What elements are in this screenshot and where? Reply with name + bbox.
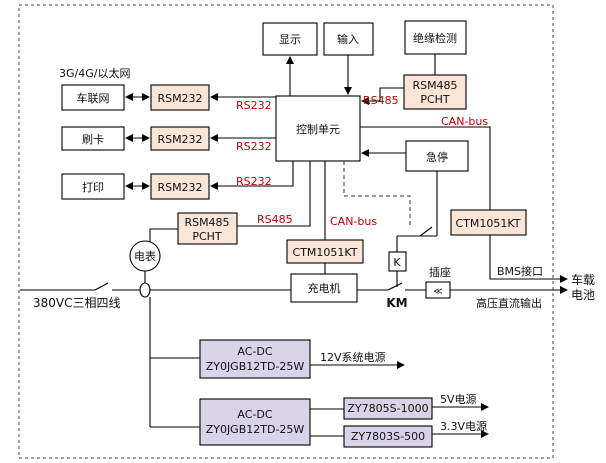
rsm232-module-2: RSM232 xyxy=(150,126,210,151)
svg-text:AC-DC: AC-DC xyxy=(237,408,272,421)
bms-interface-label: BMS接口 xyxy=(497,265,543,278)
svg-text:CTM1051KT: CTM1051KT xyxy=(293,246,358,259)
input-box: 输入 xyxy=(323,22,374,56)
regulator-5v: ZY7805S-1000 xyxy=(343,397,433,420)
rs232-label-2: RS232 xyxy=(236,140,272,153)
vehicle-battery-label-1: 车载 xyxy=(571,272,595,287)
rs485-label-left: RS485 xyxy=(257,213,293,226)
rsm485-top-module: RSM485 PCHT xyxy=(403,74,467,110)
svg-text:ZY0JGB12TD-25W: ZY0JGB12TD-25W xyxy=(206,423,305,436)
svg-text:RSM232: RSM232 xyxy=(157,133,202,146)
socket-label: 插座 xyxy=(429,265,451,279)
printer-box: 打印 xyxy=(61,173,125,200)
can-bus-label-right: CAN-bus xyxy=(441,115,488,128)
rs232-label-3: RS232 xyxy=(236,175,272,188)
svg-text:控制单元: 控制单元 xyxy=(296,122,340,136)
svg-text:ZY7805S-1000: ZY7805S-1000 xyxy=(347,402,428,415)
acdc-converter-2: AC-DC ZY0JGB12TD-25W xyxy=(199,398,311,446)
svg-text:RSM485: RSM485 xyxy=(184,216,229,229)
acdc-converter-1: AC-DC ZY0JGB12TD-25W xyxy=(199,339,311,379)
ac-input-label: 380VC三相四线 xyxy=(33,296,121,310)
svg-text:ZY7803S-500: ZY7803S-500 xyxy=(351,430,425,443)
display-box: 显示 xyxy=(262,22,318,56)
contactor-km-label: KM xyxy=(386,296,407,310)
svg-text:PCHT: PCHT xyxy=(192,230,222,243)
socket-icon: ≪ xyxy=(425,281,451,299)
rs485-label-top: RS485 xyxy=(363,94,399,107)
can-bus-label-middle: CAN-bus xyxy=(330,215,377,228)
svg-text:绝缘检测: 绝缘检测 xyxy=(413,31,457,45)
svg-text:AC-DC: AC-DC xyxy=(237,345,272,358)
hv-dc-output-label: 高压直流输出 xyxy=(476,296,542,310)
ctm-module-charger: CTM1051KT xyxy=(286,239,364,264)
svg-text:显示: 显示 xyxy=(279,33,301,46)
network-type-label: 3G/4G/以太网 xyxy=(59,67,130,80)
svg-text:ZY0JGB12TD-25W: ZY0JGB12TD-25W xyxy=(206,360,305,373)
ctm-module-right: CTM1051KT xyxy=(450,209,527,236)
out-3v3-label: 3.3V电源 xyxy=(440,419,487,433)
svg-text:RSM485: RSM485 xyxy=(412,79,457,92)
rsm232-module-3: RSM232 xyxy=(150,173,210,200)
out-5v-label: 5V电源 xyxy=(440,392,477,406)
svg-text:输入: 输入 xyxy=(337,32,359,46)
control-unit-box: 控制单元 xyxy=(275,95,361,162)
psu-12v-label: 12V系统电源 xyxy=(320,350,386,364)
svg-text:K: K xyxy=(393,256,401,269)
card-reader-box: 刷卡 xyxy=(61,126,125,151)
svg-text:CTM1051KT: CTM1051KT xyxy=(456,217,521,230)
system-boundary xyxy=(18,4,554,459)
svg-text:RSM232: RSM232 xyxy=(157,92,202,105)
energy-meter: 电表 xyxy=(129,240,161,272)
svg-text:急停: 急停 xyxy=(426,150,448,164)
relay-k-box: K xyxy=(388,251,407,272)
svg-text:电表: 电表 xyxy=(134,249,156,263)
svg-text:RSM232: RSM232 xyxy=(157,181,202,194)
svg-text:PCHT: PCHT xyxy=(420,93,450,106)
svg-text:充电机: 充电机 xyxy=(308,281,341,295)
insulation-check-box: 绝缘检测 xyxy=(404,20,467,55)
rsm485-left-module: RSM485 PCHT xyxy=(177,212,238,245)
vehicle-battery-label-2: 电池 xyxy=(571,288,595,302)
svg-text:车联网: 车联网 xyxy=(77,91,110,105)
regulator-3v3: ZY7803S-500 xyxy=(343,425,433,448)
telematics-box: 车联网 xyxy=(61,84,125,111)
svg-text:≪: ≪ xyxy=(433,287,442,297)
svg-text:打印: 打印 xyxy=(82,180,104,194)
charger-box: 充电机 xyxy=(290,273,358,303)
rsm232-module-1: RSM232 xyxy=(150,84,210,111)
svg-text:刷卡: 刷卡 xyxy=(82,133,104,146)
rs232-label-1: RS232 xyxy=(236,99,272,112)
emergency-stop-box: 急停 xyxy=(405,140,469,172)
